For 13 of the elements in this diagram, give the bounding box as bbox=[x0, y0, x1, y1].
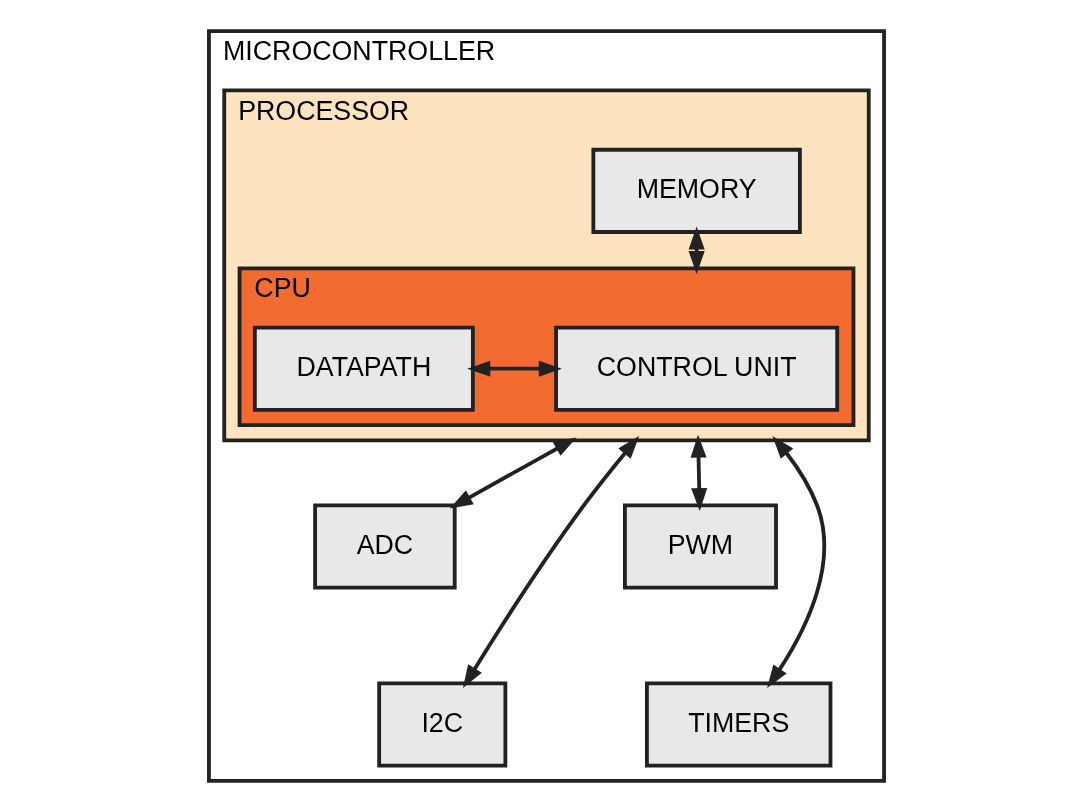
arrow bbox=[766, 435, 826, 688]
arrow bbox=[688, 226, 705, 275]
node-box: TIMERS bbox=[644, 681, 832, 768]
node-box: PWM bbox=[622, 503, 778, 590]
node-box: DATAPATH bbox=[252, 325, 475, 412]
node-box: I2C bbox=[376, 681, 507, 768]
arrow bbox=[466, 360, 562, 377]
node-box: ADC bbox=[312, 503, 457, 590]
node-box: MEMORY bbox=[590, 147, 802, 234]
arrow bbox=[462, 436, 639, 689]
arrow bbox=[690, 434, 707, 512]
arrow bbox=[449, 437, 577, 509]
node-box: CONTROL UNIT bbox=[553, 325, 839, 412]
